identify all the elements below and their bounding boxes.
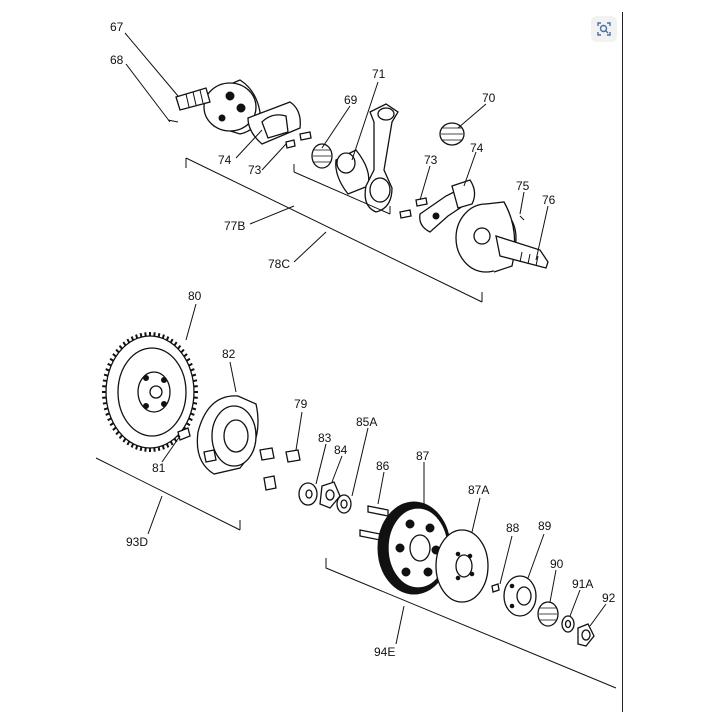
label-86: 86 <box>376 459 390 473</box>
label-74-left: 74 <box>218 153 232 167</box>
label-76: 76 <box>542 193 556 207</box>
needle-bearing-90 <box>538 602 558 626</box>
label-82: 82 <box>222 347 236 361</box>
label-79: 79 <box>294 397 308 411</box>
leader-lines <box>125 33 606 644</box>
label-87: 87 <box>416 449 430 463</box>
label-73-right: 73 <box>424 153 438 167</box>
label-78c: 78C <box>268 257 290 271</box>
crank-pin <box>336 150 369 194</box>
label-70: 70 <box>482 91 496 105</box>
hub-89 <box>504 576 536 616</box>
bolt-small-upper-left <box>286 132 311 148</box>
label-74-right: 74 <box>470 141 484 155</box>
label-94e: 94E <box>374 645 395 659</box>
label-89: 89 <box>538 519 552 533</box>
washer-83 <box>299 483 317 505</box>
label-84: 84 <box>334 443 348 457</box>
label-93d: 93D <box>126 535 148 549</box>
label-81: 81 <box>152 461 166 475</box>
label-92: 92 <box>602 591 616 605</box>
label-87a: 87A <box>468 483 489 497</box>
label-90: 90 <box>550 557 564 571</box>
friction-plate-87a <box>436 530 488 602</box>
label-67: 67 <box>110 20 124 34</box>
label-77b: 77B <box>224 219 245 233</box>
label-68: 68 <box>110 53 124 67</box>
label-83: 83 <box>318 431 332 445</box>
label-88: 88 <box>506 521 520 535</box>
label-73-left: 73 <box>248 163 262 177</box>
visual-search-button[interactable] <box>591 16 617 42</box>
connecting-rod-71 <box>365 104 398 212</box>
washer-91a <box>562 616 574 632</box>
crankshaft-right-half <box>456 202 548 272</box>
visual-search-icon <box>591 16 617 42</box>
crankshaft-left-half <box>168 80 260 134</box>
clutch-shoe-82 <box>197 396 258 474</box>
label-75: 75 <box>516 179 530 193</box>
label-80: 80 <box>188 289 202 303</box>
washer-85a <box>337 495 351 513</box>
label-91a: 91A <box>572 577 593 591</box>
pins-79 <box>260 448 300 490</box>
label-69: 69 <box>344 93 358 107</box>
nut-92 <box>578 624 594 646</box>
label-71: 71 <box>372 67 386 81</box>
label-85a: 85A <box>356 415 377 429</box>
pin-88 <box>492 584 499 592</box>
divider-line <box>622 12 623 712</box>
